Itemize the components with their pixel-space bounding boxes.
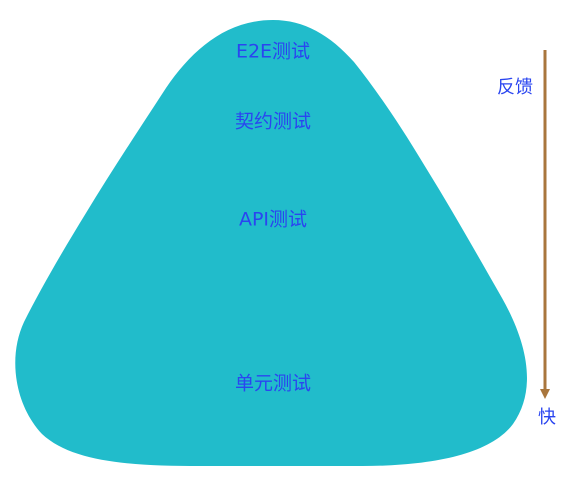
fast-label: 快 xyxy=(538,407,556,428)
layer-label-unit: 单元测试 xyxy=(235,373,311,395)
layer-label-contract: 契约测试 xyxy=(235,111,311,133)
pyramid-shape xyxy=(15,20,527,466)
feedback-label: 反馈 xyxy=(497,77,533,98)
layer-label-api: API测试 xyxy=(239,209,307,231)
layer-label-e2e: E2E测试 xyxy=(236,41,310,63)
